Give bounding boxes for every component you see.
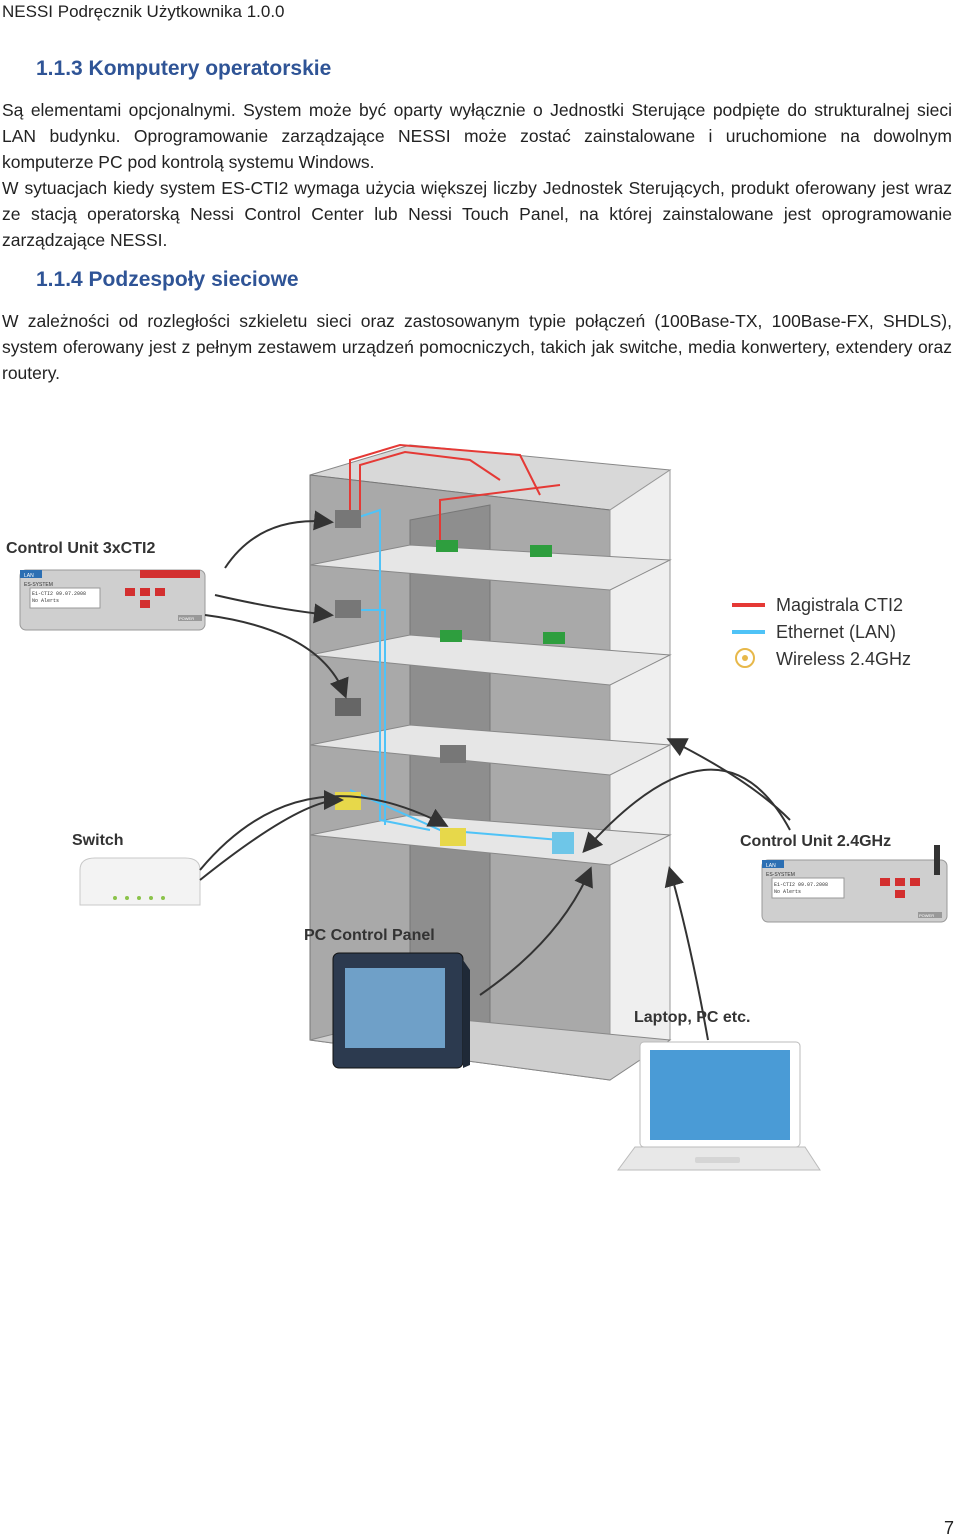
paragraph-computers-2: W sytuacjach kiedy system ES-CTI2 wymaga… <box>2 178 952 250</box>
label-control-unit-wireless: Control Unit 2.4GHz <box>740 833 891 850</box>
label-switch: Switch <box>72 832 124 849</box>
svg-text:E1-CTI2 09.07.2008: E1-CTI2 09.07.2008 <box>774 882 828 888</box>
legend-cti2: Magistrala CTI2 <box>776 595 903 615</box>
control-unit-cti-device: LAN ES-SYSTEM E1-CTI2 09.07.2008 No Aler… <box>19 569 206 631</box>
laptop-device <box>617 1041 821 1171</box>
svg-text:E1-CTI2 09.07.2008: E1-CTI2 09.07.2008 <box>32 591 86 597</box>
pc-panel-device <box>332 952 470 1069</box>
page-number: 7 <box>943 1518 954 1538</box>
svg-text:No Alerts: No Alerts <box>774 889 801 895</box>
svg-text:ES-SYSTEM: ES-SYSTEM <box>766 872 795 878</box>
svg-text:LAN: LAN <box>766 863 776 869</box>
paragraph-network: W zależności od rozległości szkieletu si… <box>2 311 952 383</box>
control-unit-wireless-device: LAN ES-SYSTEM E1-CTI2 09.07.2008 No Aler… <box>761 845 948 923</box>
svg-text:ES-SYSTEM: ES-SYSTEM <box>24 582 53 588</box>
diagram-legend: Magistrala CTI2 Ethernet (LAN) Wireless … <box>732 595 911 669</box>
wireless-icon <box>735 648 755 668</box>
connection-arrows <box>199 510 791 1041</box>
label-pc-control-panel: PC Control Panel <box>304 927 435 944</box>
network-diagram: Control Unit 3xCTI2 LAN ES-SYSTEM E1-CTI… <box>6 443 948 1171</box>
label-laptop: Laptop, PC etc. <box>634 1009 750 1026</box>
svg-text:POWER: POWER <box>179 616 194 621</box>
legend-ethernet: Ethernet (LAN) <box>776 622 896 642</box>
svg-text:No Alerts: No Alerts <box>32 598 59 604</box>
legend-wireless: Wireless 2.4GHz <box>776 649 911 669</box>
section-heading-computers: 1.1.3 Komputery operatorskie <box>36 57 332 80</box>
switch-device <box>79 857 201 906</box>
section-heading-network: 1.1.4 Podzespoły sieciowe <box>36 268 299 291</box>
label-control-unit-cti: Control Unit 3xCTI2 <box>6 540 155 557</box>
svg-text:POWER: POWER <box>919 913 934 918</box>
paragraph-computers-1: Są elementami opcjonalnymi. System może … <box>2 100 952 172</box>
running-header: NESSI Podręcznik Użytkownika 1.0.0 <box>2 2 285 21</box>
cti2-cabling <box>349 443 561 540</box>
svg-text:LAN: LAN <box>24 573 34 579</box>
